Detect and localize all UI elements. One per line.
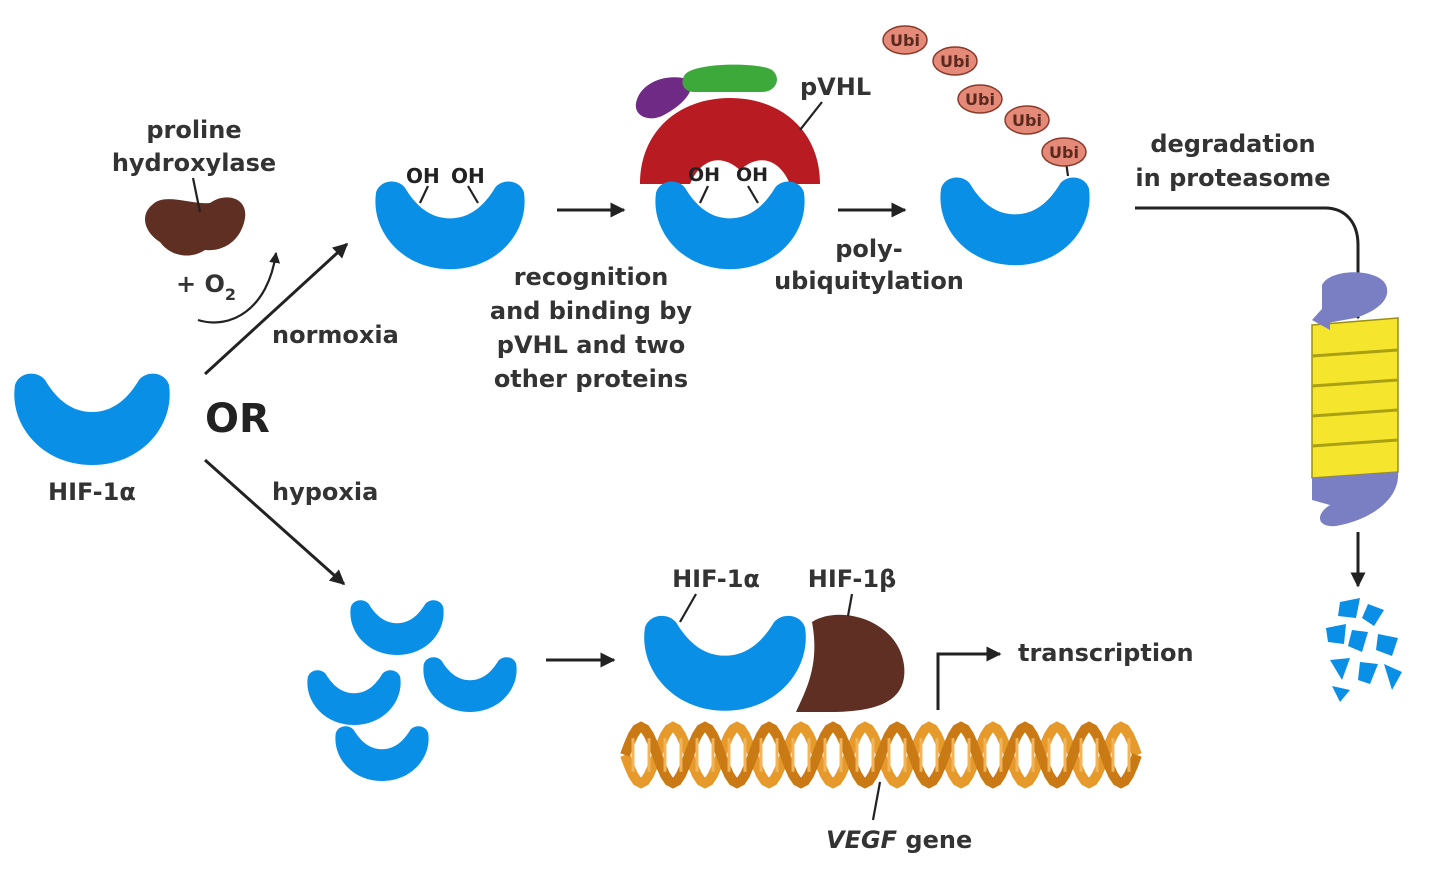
recognition-line4: other proteins: [494, 365, 688, 393]
hif1a-left-label: HIF-1α: [48, 478, 136, 506]
pvhl-label: pVHL: [800, 73, 871, 101]
hypoxia-label: hypoxia: [272, 478, 378, 506]
vegf-italic: VEGF: [826, 826, 898, 854]
proteasome-ring-4: [1311, 438, 1399, 448]
proteasome-core: [1311, 317, 1399, 479]
proteasome-top-cap: [1322, 272, 1388, 324]
proline-label-line2: hydroxylase: [112, 149, 276, 177]
o2-subscript: 2: [225, 285, 236, 304]
transcription-label: transcription: [1018, 639, 1194, 667]
ubiquitin-chain: Ubi Ubi Ubi Ubi Ubi: [882, 25, 1087, 167]
vegf-gene-word: gene: [897, 826, 972, 854]
dna-strand-b: [620, 721, 1142, 789]
vegf-pointer-line: [871, 781, 882, 821]
fragment-1: [1338, 598, 1360, 618]
o2-curved-arrow: [197, 251, 281, 324]
hif1a-pvhl-bound: [655, 181, 805, 270]
ubi-4-label: Ubi: [1012, 111, 1042, 130]
proteasome-ring-3: [1311, 408, 1399, 418]
fragment-2: [1362, 604, 1384, 626]
ubi-1: [882, 25, 928, 55]
hif1b-protein: [796, 614, 905, 712]
oh-bond-4: [747, 185, 759, 204]
hif1a-hydroxylated: [375, 181, 525, 270]
proteasome-bottom-cap: [1312, 472, 1399, 527]
fragment-4: [1348, 630, 1368, 652]
proteasome-ring-2: [1311, 378, 1399, 388]
degradation-line1: degradation: [1150, 130, 1315, 158]
pvhl-protein: [640, 98, 820, 184]
hif1a-accum-4: [335, 726, 429, 781]
oh-label-3: OH: [688, 164, 720, 186]
accumulated-hif1a-group: [307, 600, 517, 781]
ubi-2: [932, 46, 978, 76]
purple-protein: [635, 77, 692, 119]
hif1a-pointer-line: [679, 593, 697, 623]
transcription-arrow: [936, 646, 1002, 710]
oh-bond-3: [699, 185, 709, 204]
hif1a-bound-dna: [644, 615, 806, 711]
proline-label-line1: proline: [146, 116, 241, 144]
hif1a-label: HIF-1α: [672, 565, 760, 593]
hif1a-protein-left: [14, 373, 170, 465]
fragment-8: [1384, 664, 1402, 690]
ubi-3-label: Ubi: [965, 90, 995, 109]
oh-bond-1: [419, 185, 429, 204]
ubi-5-label: Ubi: [1049, 143, 1079, 162]
poly-label-line2: ubiquitylation: [774, 267, 964, 295]
hypoxia-arrow: [204, 458, 346, 586]
hif1a-accum-2: [307, 670, 401, 725]
o2-label: + O2: [176, 270, 236, 304]
fragment-5: [1376, 634, 1398, 656]
normoxia-arrow: [203, 242, 349, 376]
fragment-6: [1330, 658, 1350, 680]
recognition-line3: pVHL and two: [497, 331, 685, 359]
ubi-1-label: Ubi: [890, 31, 920, 50]
hif1b-pointer-line: [846, 593, 854, 617]
proline-hydroxylase-shape: [145, 197, 246, 256]
oh-label-1: OH: [406, 164, 440, 188]
proteasome: [1311, 272, 1399, 527]
dna-base-pairs: [631, 738, 1131, 772]
fragment-9: [1332, 686, 1350, 702]
oh-bond-2: [467, 185, 479, 204]
dna-double-helix: [620, 721, 1142, 789]
proteasome-flap: [1312, 300, 1330, 330]
ubi-2-label: Ubi: [940, 52, 970, 71]
o2-plus: + O: [176, 270, 225, 298]
degradation-arrow: [1135, 206, 1366, 320]
fragment-7: [1358, 662, 1378, 684]
vegf-gene-label: VEGF gene: [826, 826, 972, 854]
hif1b-label: HIF-1β: [808, 565, 897, 593]
poly-label-line1: poly-: [835, 235, 903, 263]
pvhl-pointer-line: [799, 101, 823, 131]
fragment-3: [1326, 624, 1346, 644]
ubi-5: [1041, 137, 1087, 167]
recognition-line1: recognition: [514, 263, 669, 291]
proteasome-ring-1: [1311, 348, 1399, 358]
green-protein: [682, 64, 777, 92]
oh-label-2: OH: [451, 164, 485, 188]
or-label: OR: [205, 396, 270, 442]
proline-pointer-line: [191, 177, 202, 213]
oh-label-4: OH: [736, 164, 768, 186]
degradation-line2: in proteasome: [1135, 164, 1330, 192]
normoxia-label: normoxia: [272, 321, 399, 349]
hif1a-ubiquitylated: [940, 177, 1090, 266]
hif1a-accum-1: [350, 600, 444, 655]
recognition-line2: and binding by: [490, 297, 693, 325]
hif1a-accum-3: [423, 657, 517, 712]
ubi-3: [957, 84, 1003, 114]
protein-fragments: [1326, 598, 1402, 702]
ubi-4: [1004, 105, 1050, 135]
